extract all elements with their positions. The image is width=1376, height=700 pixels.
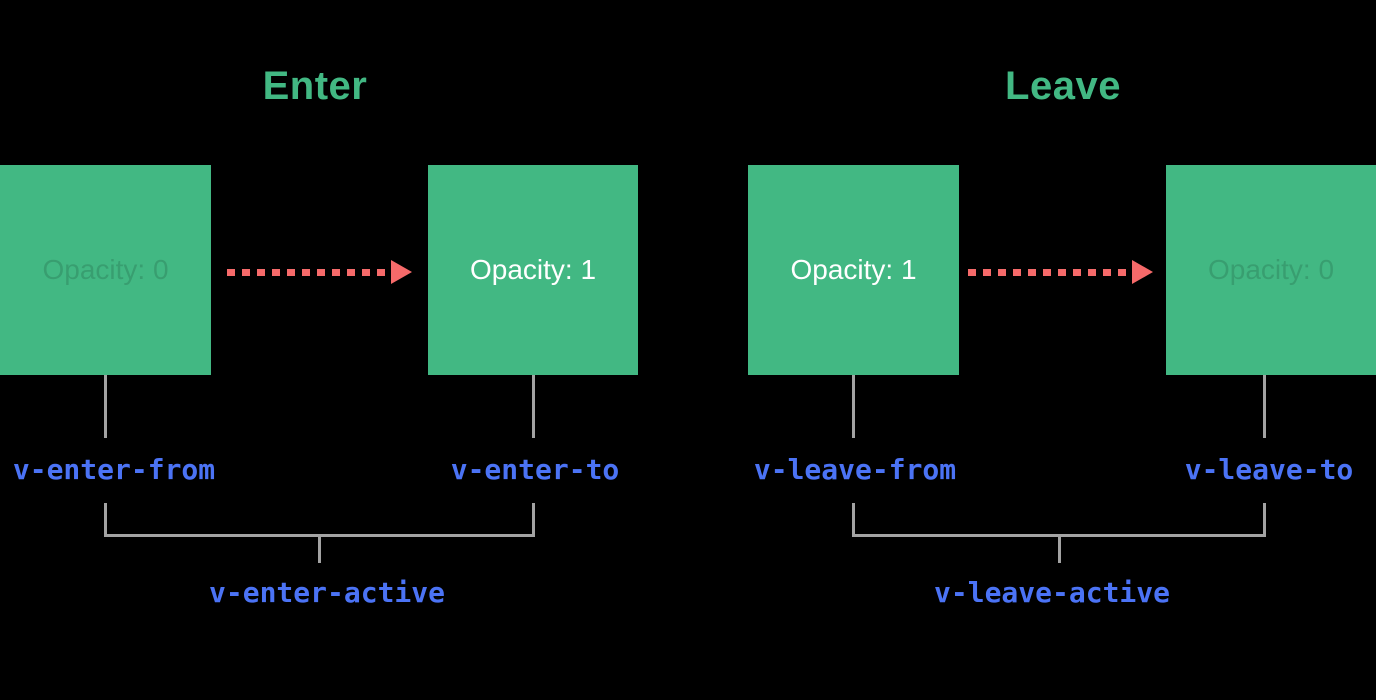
leave-active-class-label: v-leave-active xyxy=(933,576,1171,609)
enter-phase-title: Enter xyxy=(262,64,368,108)
enter-from-class-label: v-enter-from xyxy=(12,453,216,486)
leave-arrowhead-icon xyxy=(1132,260,1153,284)
enter-from-box-label: Opacity: 0 xyxy=(42,254,169,285)
enter-to-connector-line xyxy=(532,375,535,438)
enter-to-box: Opacity: 1 xyxy=(428,165,638,375)
leave-from-box-label: Opacity: 1 xyxy=(790,254,917,285)
enter-dashed-arrow-icon xyxy=(227,269,392,276)
enter-from-connector-line xyxy=(104,375,107,438)
enter-from-box: Opacity: 0 xyxy=(0,165,211,375)
leave-phase-title: Leave xyxy=(1005,64,1121,108)
enter-active-class-label: v-enter-active xyxy=(208,576,446,609)
leave-to-class-label: v-leave-to xyxy=(1184,453,1354,486)
leave-dashed-arrow-icon xyxy=(968,269,1132,276)
leave-to-box-label: Opacity: 0 xyxy=(1207,254,1335,285)
leave-active-bracket-tick xyxy=(1058,537,1061,563)
leave-to-connector-line xyxy=(1263,375,1266,438)
enter-to-box-label: Opacity: 1 xyxy=(469,254,597,285)
enter-active-bracket-tick xyxy=(318,537,321,563)
leave-from-connector-line xyxy=(852,375,855,438)
enter-arrowhead-icon xyxy=(391,260,412,284)
leave-active-bracket xyxy=(852,503,1266,537)
enter-to-class-label: v-enter-to xyxy=(450,453,620,486)
enter-active-bracket xyxy=(104,503,535,537)
leave-from-class-label: v-leave-from xyxy=(753,453,957,486)
leave-to-box: Opacity: 0 xyxy=(1166,165,1376,375)
leave-from-box: Opacity: 1 xyxy=(748,165,959,375)
